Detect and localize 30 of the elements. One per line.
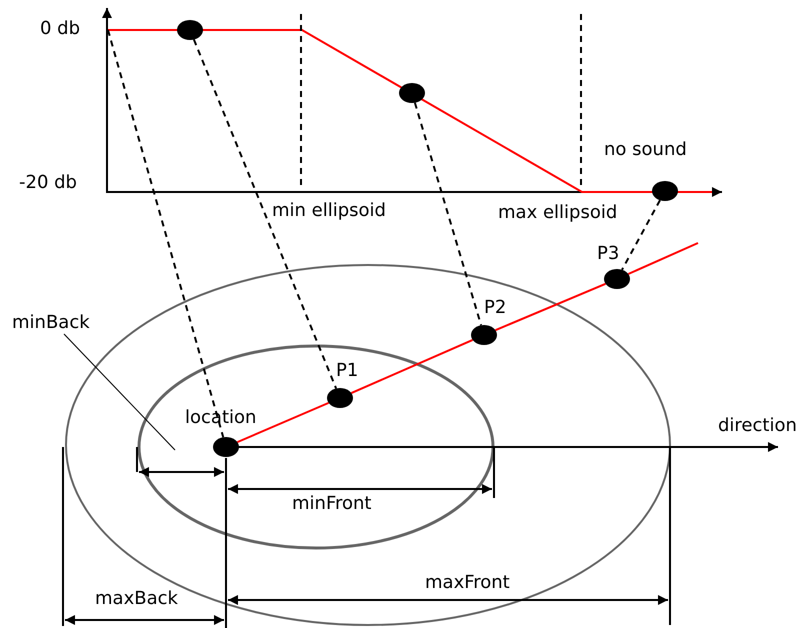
axis-label: 0 db	[40, 19, 80, 39]
axis-label: -20 db	[19, 173, 77, 193]
path-line	[495, 282, 606, 332]
point-dot	[604, 269, 630, 289]
projection-line	[107, 30, 224, 438]
dimension-label: maxFront	[425, 573, 510, 593]
axis-label: max ellipsoid	[498, 203, 618, 223]
path-line	[236, 402, 330, 444]
projection-line	[414, 102, 482, 326]
axis-label: min ellipsoid	[272, 201, 386, 221]
point-dot	[213, 437, 239, 457]
point-dot	[327, 388, 353, 408]
point-dot	[399, 83, 425, 103]
leader-line	[64, 334, 176, 450]
point-dot	[652, 181, 678, 201]
point-label: P1	[336, 361, 358, 381]
annotation-text: no sound	[604, 140, 687, 160]
point-label: P2	[484, 298, 506, 318]
point-dot	[177, 20, 203, 40]
dimension-label: maxBack	[95, 589, 178, 609]
point-dot	[471, 325, 497, 345]
point-label: P3	[597, 244, 620, 264]
projection-line	[621, 200, 661, 270]
path-line	[628, 242, 698, 275]
direction-label: direction	[718, 416, 797, 436]
callout-label: minBack	[12, 313, 90, 333]
dimension-label: minFront	[292, 494, 372, 514]
path-line	[350, 339, 474, 394]
projection-line	[192, 39, 338, 389]
point-label: location	[185, 408, 256, 428]
